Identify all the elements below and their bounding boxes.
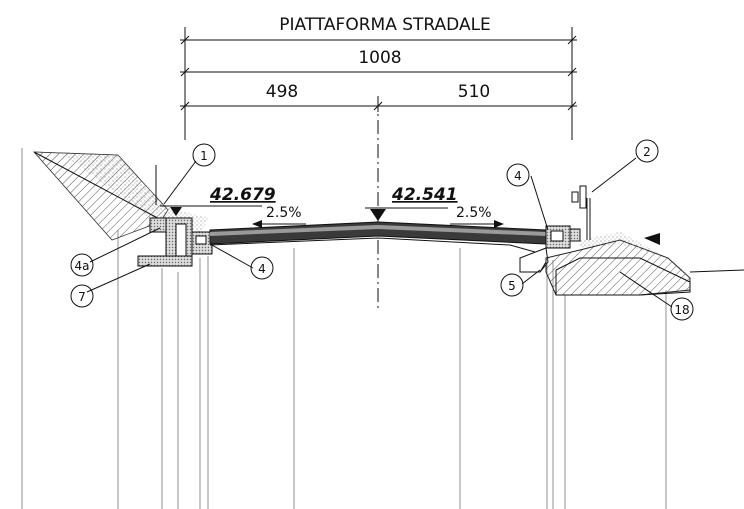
right-curb-structure (519, 225, 581, 273)
right-embankment (545, 232, 744, 296)
callout-4-left-label: 4 (258, 262, 266, 276)
callout-2-label: 2 (643, 145, 651, 159)
leader-lines (86, 157, 673, 308)
dimension-title: PIATTAFORMA STRADALE (279, 15, 491, 35)
callout-1-label: 1 (200, 149, 208, 163)
left-curb-structure (137, 205, 262, 267)
left-edge-elevation: 42.679 (209, 185, 276, 205)
axis-elevation-marker (365, 207, 448, 221)
callout-4a-label: 4a (75, 259, 90, 273)
right-slope-label: 2.5% (456, 205, 492, 221)
callout-18-label: 18 (674, 303, 689, 317)
callout-5-label: 5 (508, 279, 516, 293)
axis-elevation: 42.541 (391, 185, 458, 205)
left-embankment (33, 151, 210, 241)
callout-circles (70, 139, 694, 321)
pile-lines (21, 148, 667, 509)
right-guardrail (571, 185, 591, 240)
dimension-total: 1008 (358, 48, 401, 68)
dimension-left: 498 (266, 82, 298, 102)
dimension-right: 510 (458, 82, 490, 102)
slope-arrows (252, 220, 504, 228)
callout-7-label: 7 (78, 290, 86, 304)
callout-4-right-label: 4 (514, 169, 522, 183)
left-slope-label: 2.5% (266, 205, 302, 221)
